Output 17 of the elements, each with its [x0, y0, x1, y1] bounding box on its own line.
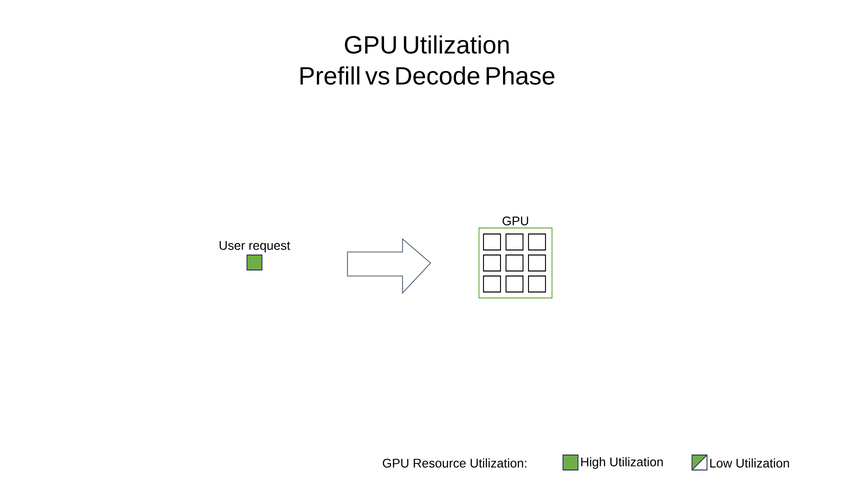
compute-unit-box: [528, 234, 546, 250]
compute-unit-box: [528, 254, 546, 272]
compute-unit-box: [528, 276, 546, 292]
request-square: User request: [220, 241, 290, 270]
compute-unit-box: [483, 234, 501, 250]
legend-label: Low Utilization: [710, 458, 789, 468]
legend-heading: GPU Resource Utilization:: [382, 458, 526, 468]
node-label: GPU: [502, 216, 528, 226]
compute-unit-box: [483, 254, 501, 272]
node-label: User request: [220, 241, 290, 252]
compute-unit-box: [506, 234, 524, 250]
compute-unit-box: [506, 254, 524, 272]
block-arrow: [347, 238, 432, 294]
compute-unit-box: [506, 276, 524, 292]
title: GPU Utilization Prefill vs Decode Phase: [300, 35, 554, 85]
legend-label: High Utilization: [581, 457, 663, 469]
compute-unit-box: [483, 276, 501, 292]
